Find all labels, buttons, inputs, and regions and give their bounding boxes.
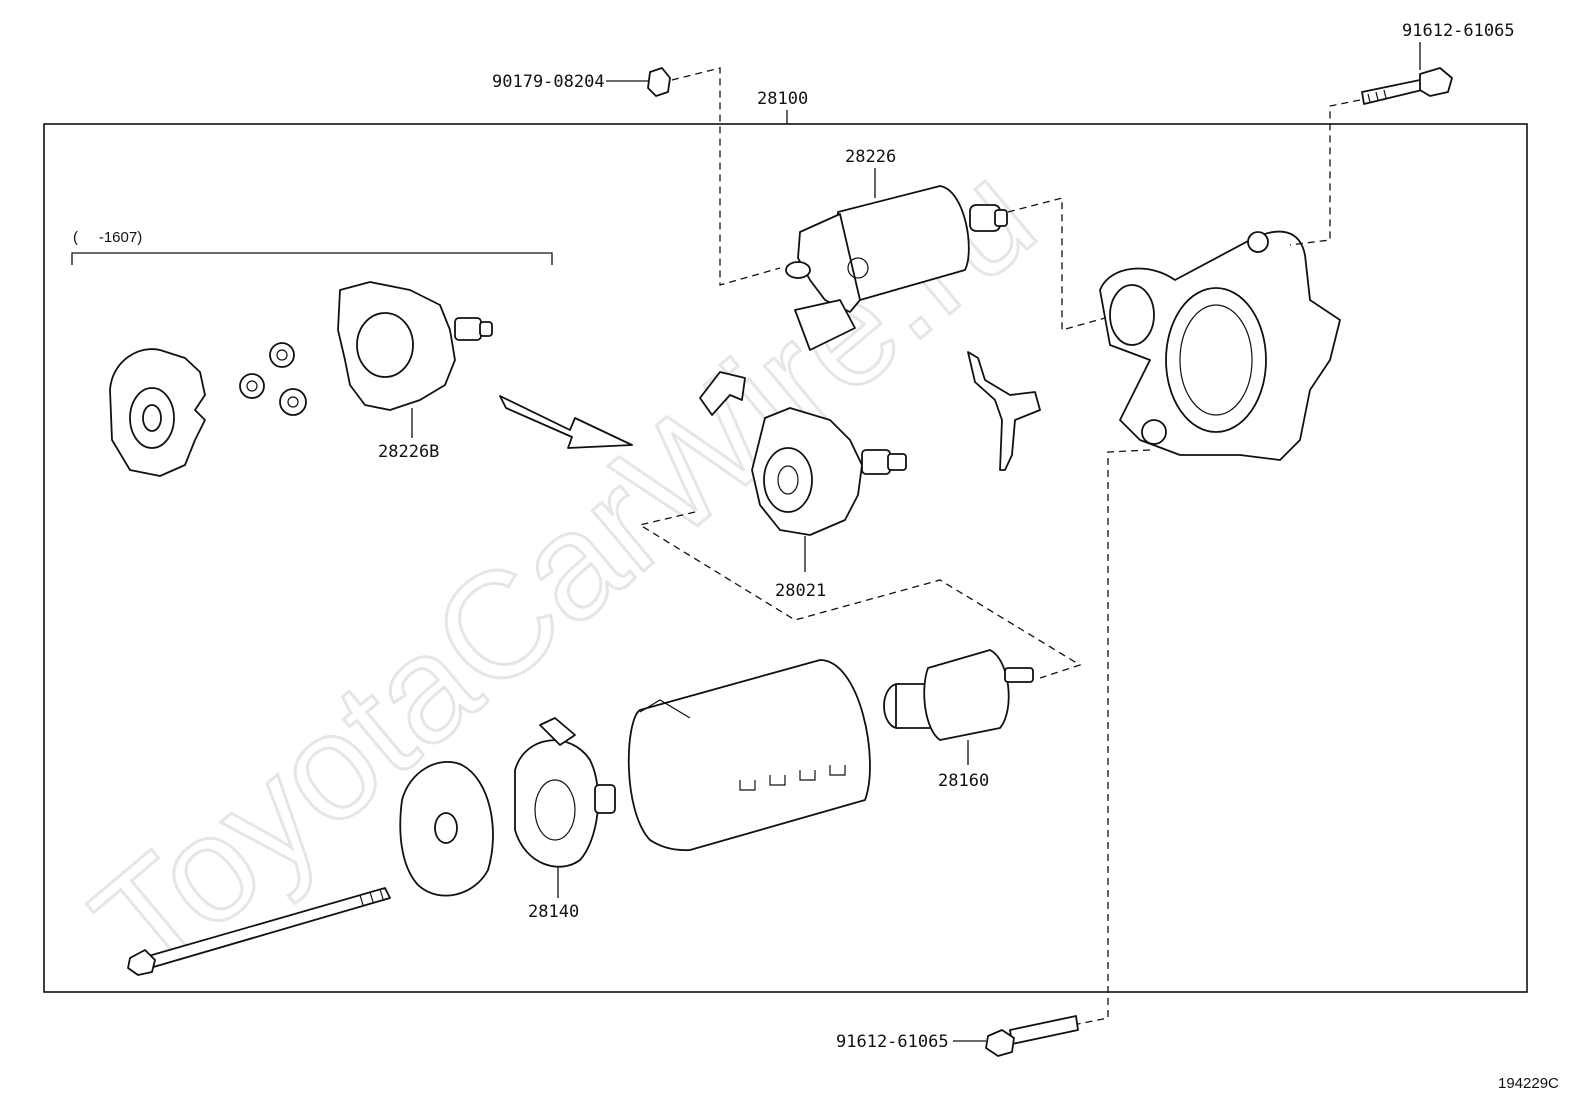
brush-dash (638, 511, 1082, 679)
callout-90179-08204: 90179-08204 (492, 72, 605, 92)
bolt-bottom-part (985, 1015, 1079, 1057)
end-cover-part (399, 761, 494, 897)
bolt-top-part (1361, 67, 1453, 105)
callout-91612-bottom: 91612-61065 (836, 1032, 949, 1052)
shift-lever-part (967, 351, 1041, 471)
callout-91612-top: 91612-61065 (1402, 21, 1515, 41)
direction-arrow (499, 395, 633, 449)
brush-holder-part (751, 407, 907, 536)
bolt-top-dash (1289, 99, 1361, 246)
clutch-assembly-part (337, 281, 493, 411)
range-bracket (71, 252, 553, 265)
callout-28226b: 28226B (378, 442, 439, 462)
pinion-gear-part (239, 342, 307, 416)
field-frame-part (627, 659, 871, 852)
figure-code: 194229C (1498, 1075, 1559, 1092)
callout-28160: 28160 (938, 771, 989, 791)
bolt-bottom-dash (1077, 449, 1151, 1025)
callout-28226: 28226 (845, 147, 896, 167)
callout-28140: 28140 (528, 902, 579, 922)
nut-dash (671, 67, 781, 286)
nut-part (647, 67, 671, 97)
brush-spring-part (699, 371, 746, 416)
through-bolt-part (127, 887, 391, 976)
solenoid-part (785, 185, 1008, 351)
clutch-cover-part (109, 348, 206, 477)
end-frame-part (514, 717, 616, 868)
solenoid-dash (1007, 197, 1106, 331)
armature-part (883, 649, 1034, 741)
callout-28021: 28021 (775, 581, 826, 601)
range-note: ( -1607) (73, 229, 142, 246)
assembly-frame (43, 123, 1528, 993)
drive-housing-part (1099, 230, 1341, 461)
callout-28100: 28100 (757, 89, 808, 109)
